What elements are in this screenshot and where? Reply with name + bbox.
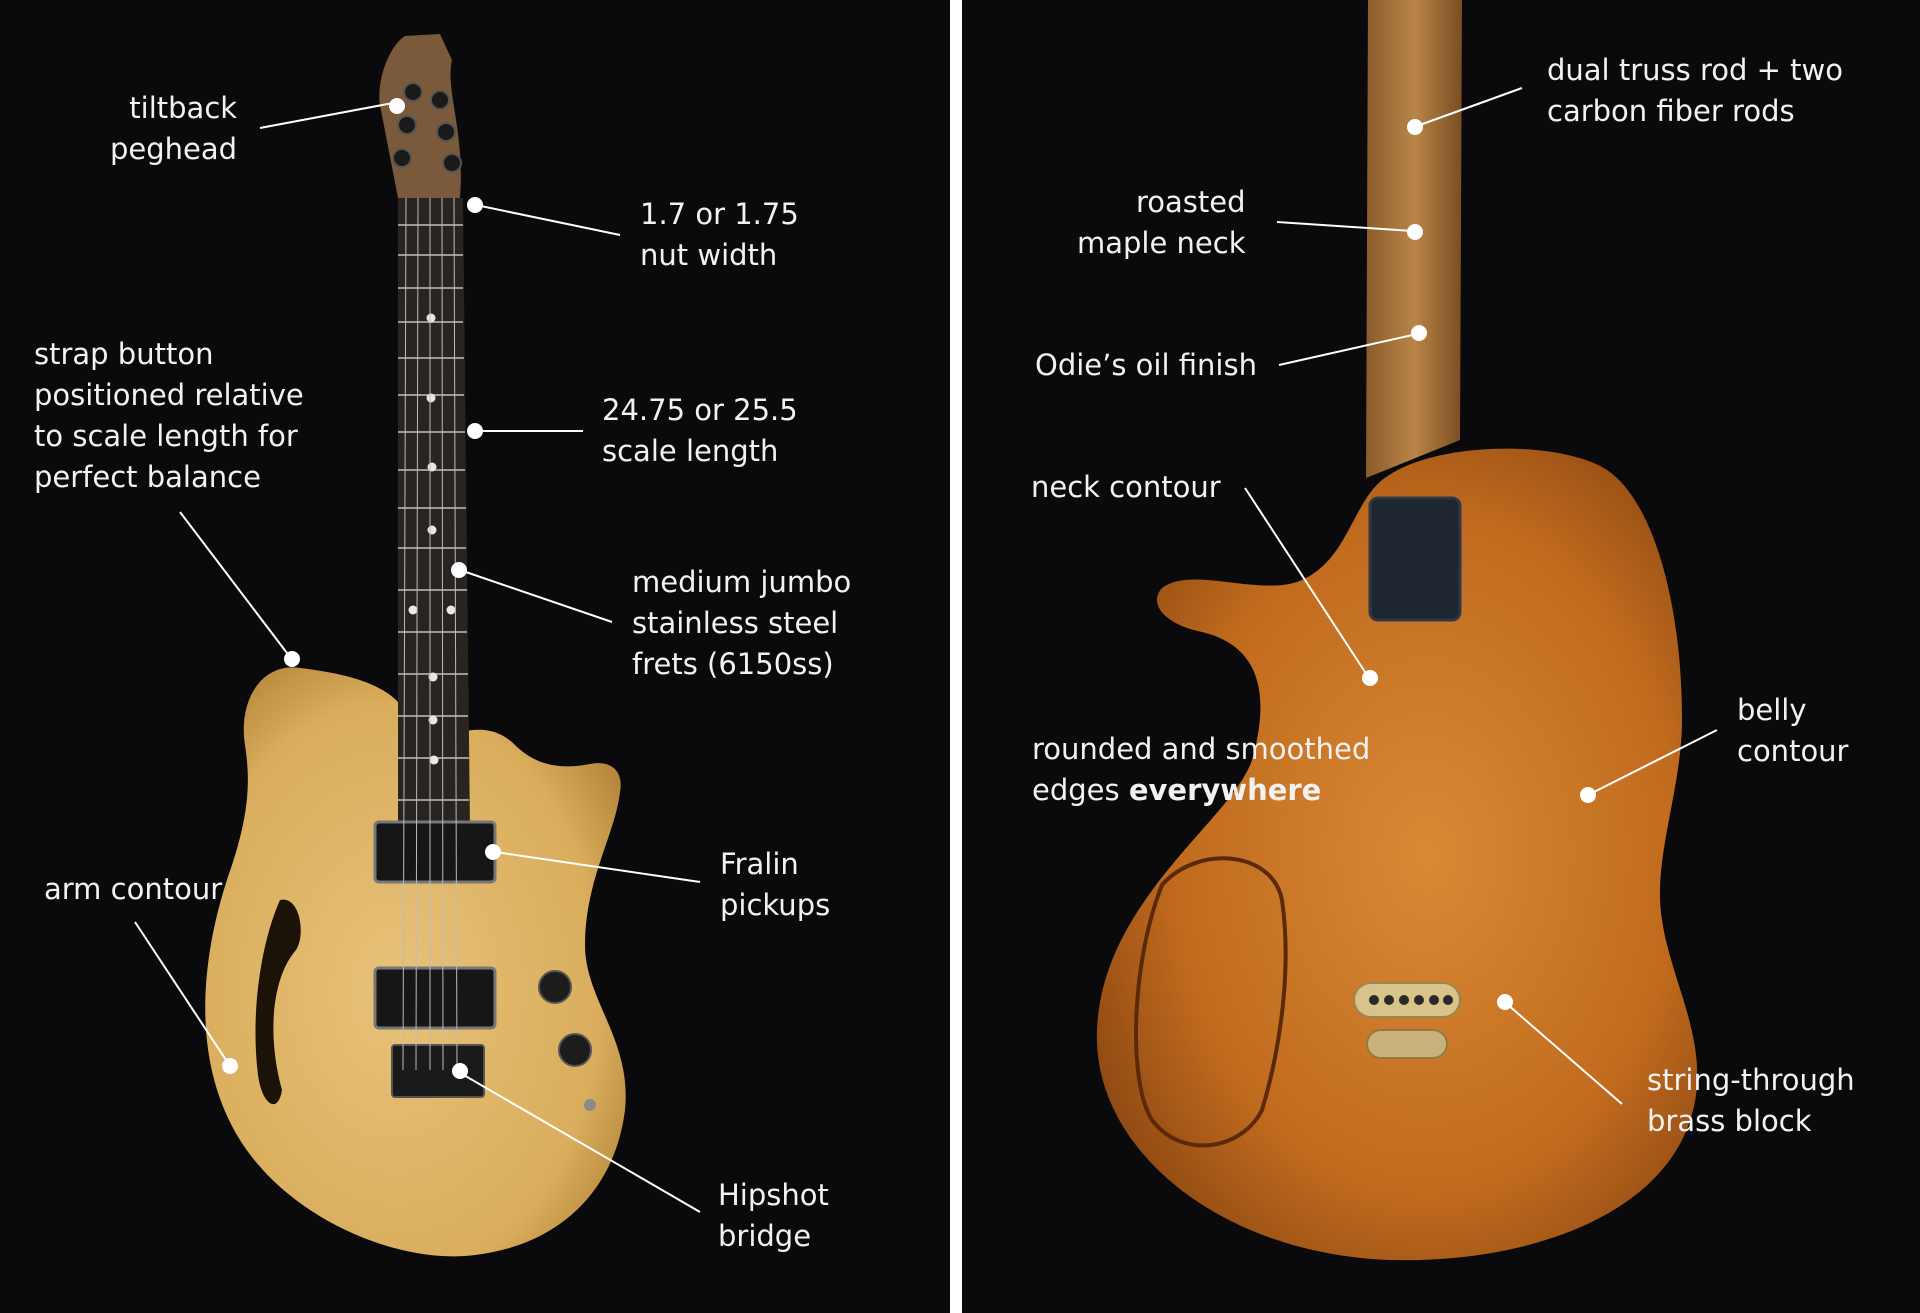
back-string-ferrules [1369, 995, 1453, 1005]
label-frets: medium jumbo stainless steel frets (6150… [632, 565, 852, 681]
front-bridge-hardware [391, 1044, 485, 1098]
front-neck-pickup [373, 820, 497, 884]
front-toggle-switch [584, 1099, 596, 1111]
front-bridge-pickup [373, 966, 497, 1030]
front-frets [398, 224, 469, 801]
front-callout-lines [134, 102, 701, 1213]
label-roasted-maple-neck: roasted maple neck [1077, 185, 1246, 260]
label-brass-block: string-through brass block [1647, 1063, 1855, 1138]
label-truss-rods: dual truss rod + two carbon fiber rods [1547, 53, 1843, 128]
back-view-panel: dual truss rod + two carbon fiber rods r… [962, 0, 1920, 1313]
front-knobs [538, 970, 592, 1067]
label-oil-finish: Odie’s oil finish [1035, 348, 1257, 382]
front-strings [402, 197, 458, 1071]
label-neck-contour: neck contour [1031, 470, 1221, 504]
front-inlays [408, 313, 456, 765]
front-guitar-photo [134, 34, 701, 1257]
back-guitar-body [1096, 448, 1698, 1261]
label-arm-contour: arm contour [44, 872, 223, 906]
back-callout-lines [1244, 87, 1718, 1105]
front-callout-dots [222, 98, 501, 1079]
label-scale-length: 24.75 or 25.5 scale length [602, 393, 798, 468]
back-control-cover [1133, 856, 1288, 1148]
label-fralin-pickups: Fralin pickups [720, 847, 831, 922]
back-guitar-photo [1096, 0, 1718, 1261]
front-headstock [379, 34, 461, 198]
back-callout-dots [1362, 119, 1596, 1010]
front-f-hole [255, 899, 301, 1105]
label-strap-button: strap button positioned relative to scal… [34, 337, 304, 494]
label-rounded-edges: rounded and smoothed edges everywhere [1032, 732, 1371, 807]
front-view-panel: tiltback peghead 1.7 or 1.75 nut width s… [0, 0, 950, 1313]
label-belly-contour: belly contour [1737, 693, 1849, 768]
label-nut-width: 1.7 or 1.75 nut width [640, 197, 799, 272]
label-hipshot-bridge: Hipshot bridge [718, 1178, 829, 1253]
back-neck-plate [1368, 496, 1462, 622]
back-maker-plate [1366, 1029, 1448, 1059]
front-fretboard [398, 198, 470, 830]
label-tiltback-peghead: tiltback peghead [110, 91, 238, 166]
front-tuners [392, 82, 462, 173]
